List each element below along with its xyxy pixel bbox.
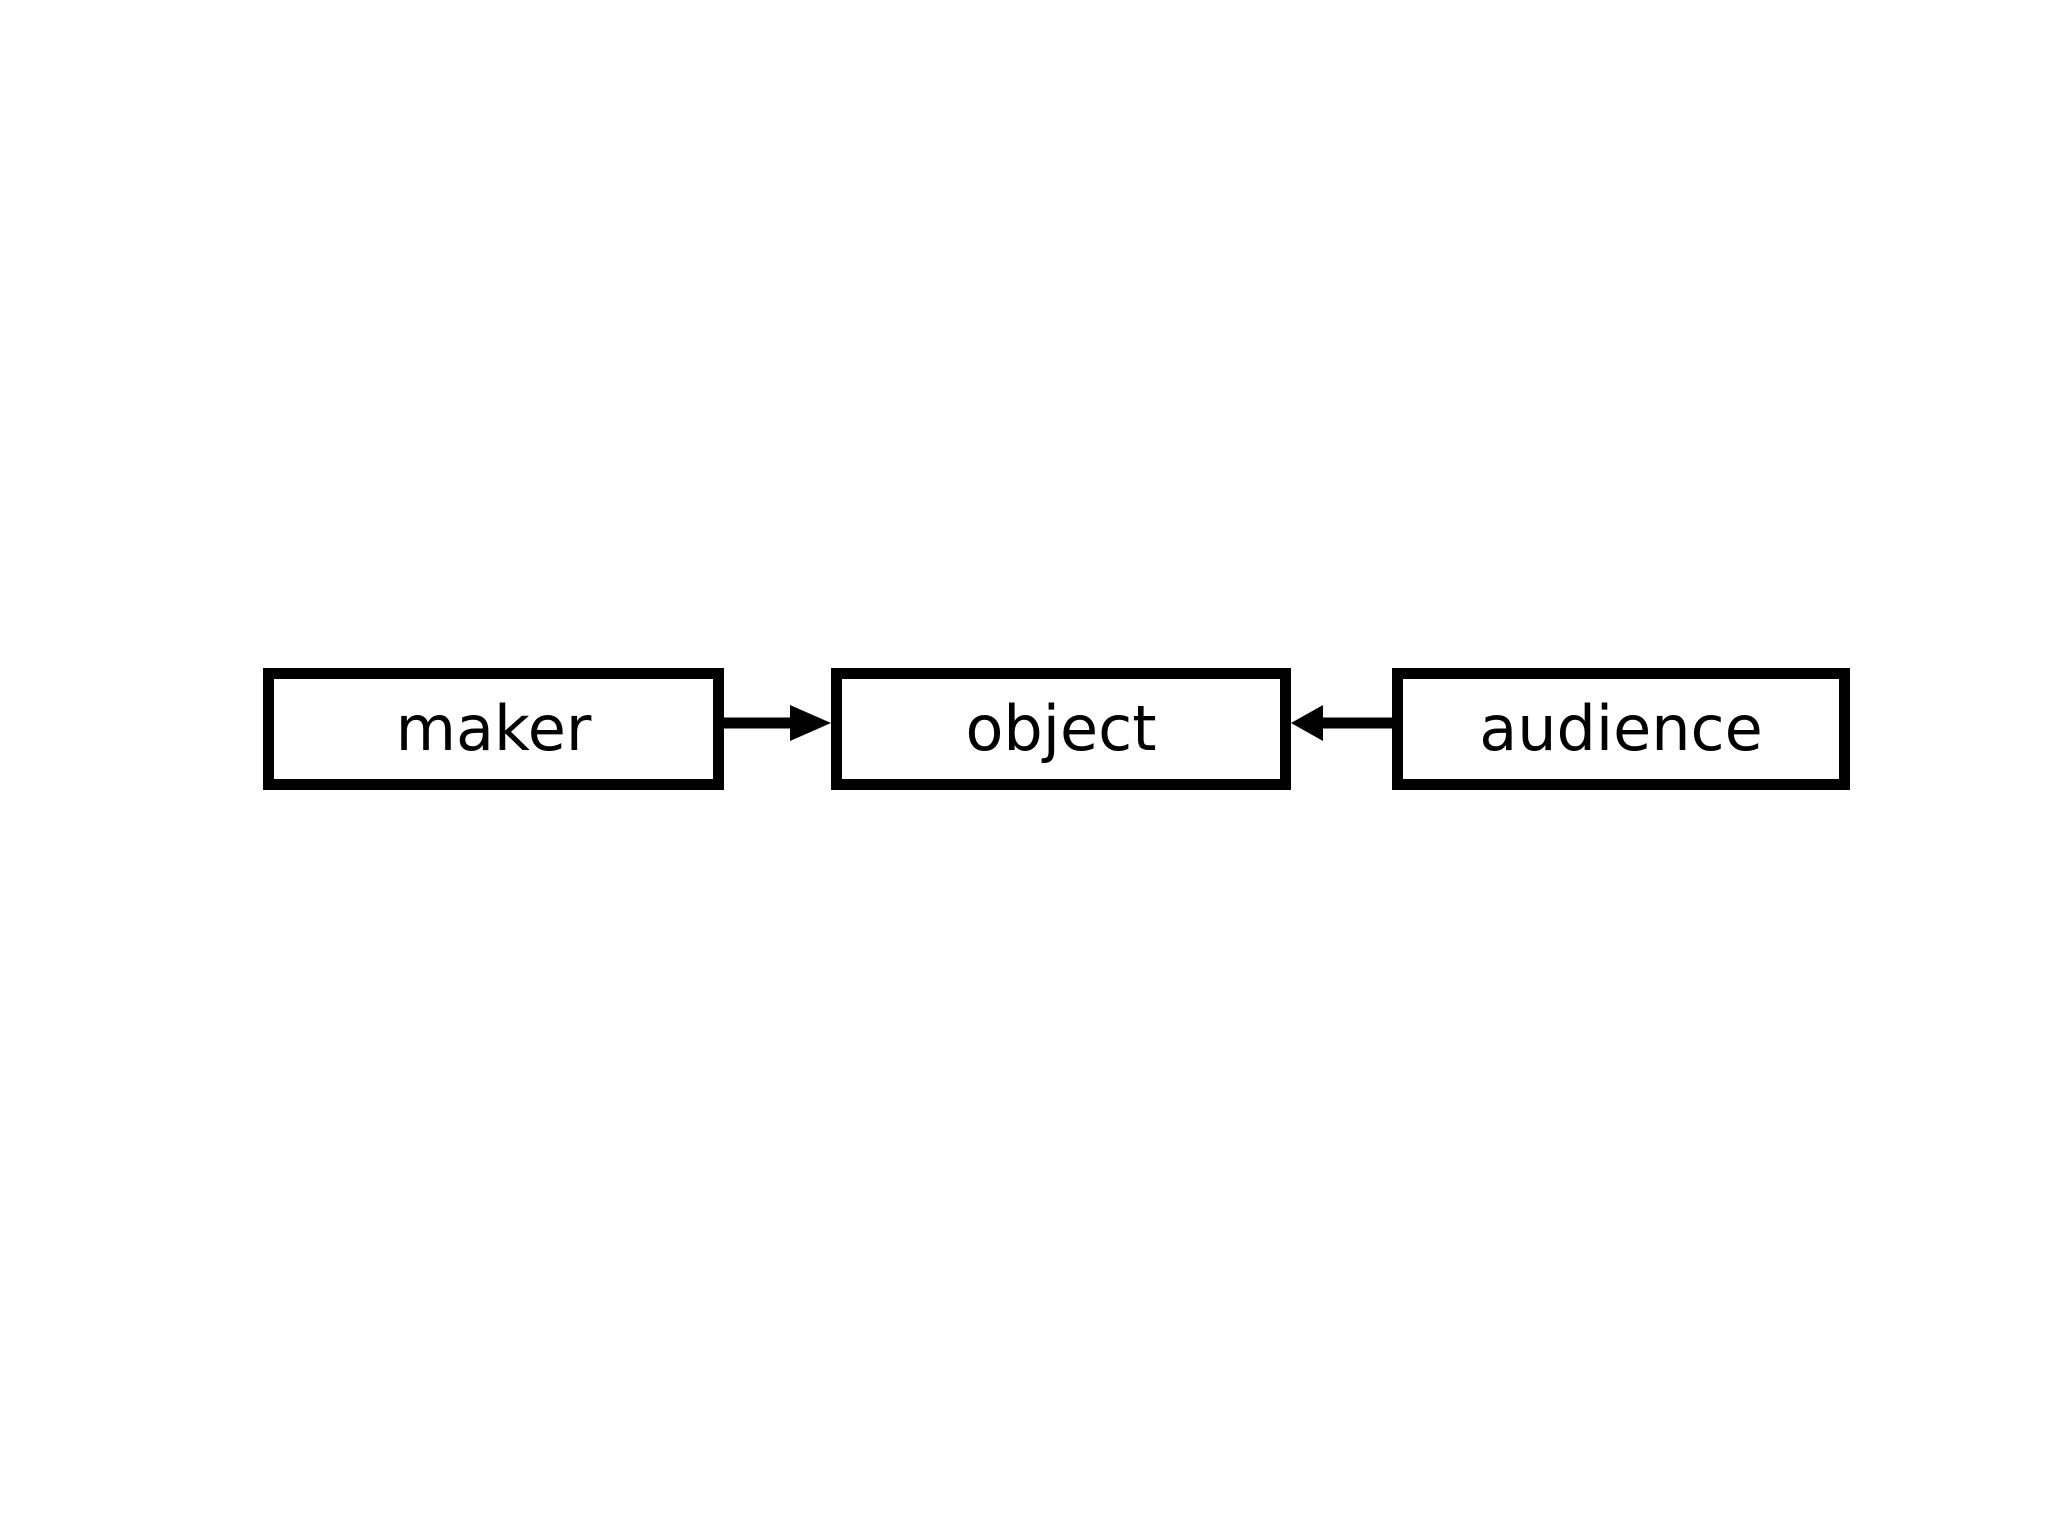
edge-audience-to-object	[1291, 705, 1392, 741]
arrowhead-right-icon	[790, 705, 831, 741]
node-audience[interactable]: audience	[1392, 668, 1850, 790]
node-maker-label: maker	[395, 692, 592, 765]
edge-maker-to-object	[724, 705, 831, 741]
node-audience-label: audience	[1479, 692, 1763, 765]
arrowhead-left-icon	[1291, 705, 1323, 741]
node-object[interactable]: object	[831, 668, 1291, 790]
node-object-label: object	[965, 692, 1157, 765]
node-maker[interactable]: maker	[263, 668, 724, 790]
